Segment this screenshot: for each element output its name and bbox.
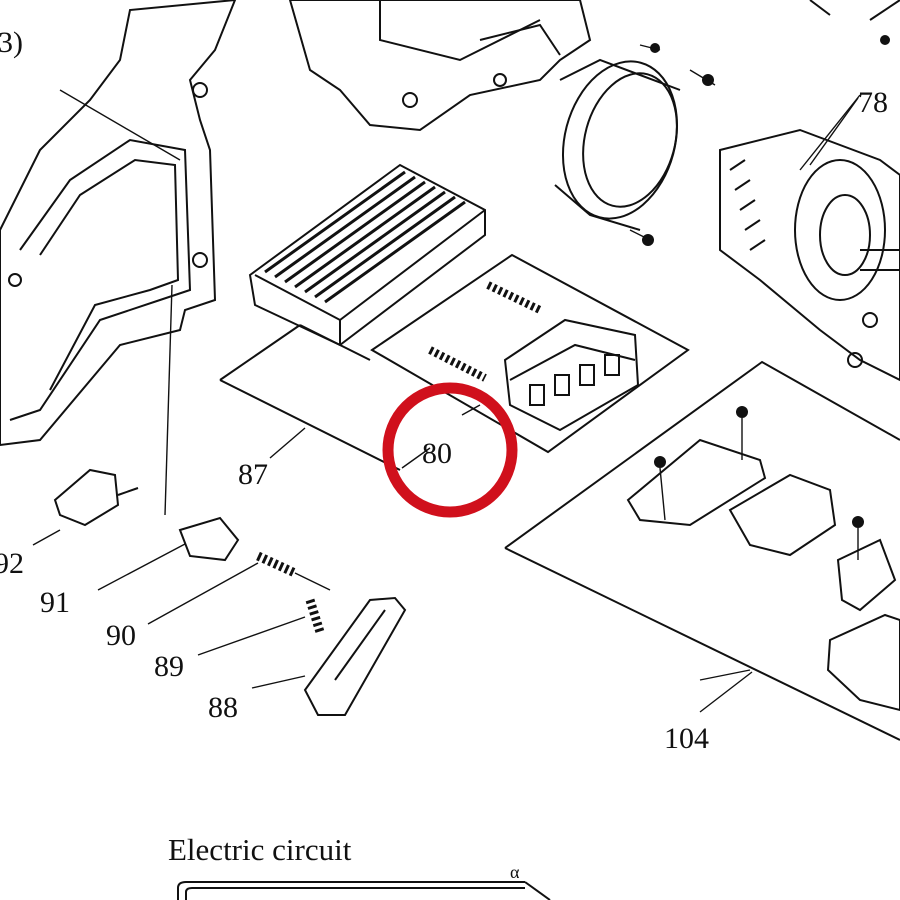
bracket-87-outline [219,324,401,471]
part-label-91: 91 [40,586,70,619]
part-label-80: 80 [422,437,452,470]
circuit-diagram-top: α [177,862,551,900]
part-label-88: 88 [208,691,238,724]
spring-90-part [256,551,331,591]
part-label-89: 89 [154,650,184,683]
part-label-partial: 3) [0,26,23,59]
circuit-symbol-label: α [510,862,520,882]
section-title-electric-circuit: Electric circuit [168,832,352,867]
part-label-92: 92 [0,547,24,580]
sleeve-91-part [164,284,240,562]
trigger-88-part [303,596,407,716]
clamp-ring-part [554,43,716,246]
micro-switch-92-part [53,468,139,527]
part-label-104: 104 [664,722,709,755]
part-label-78: 78 [858,86,888,119]
switch-assembly-part [370,253,690,454]
motor-part [719,0,900,382]
spring-89-part [305,598,325,634]
heatsink-part [248,163,486,347]
leader-lines [32,97,859,713]
highlight-circle [382,382,518,518]
part-label-90: 90 [106,619,136,652]
spring-upper [486,281,542,314]
part-label-87: 87 [238,458,268,491]
switch-module-group-part [504,360,900,741]
spring-lower [428,346,487,382]
upper-cover-part [288,0,592,132]
housing-shell-part [0,0,237,447]
